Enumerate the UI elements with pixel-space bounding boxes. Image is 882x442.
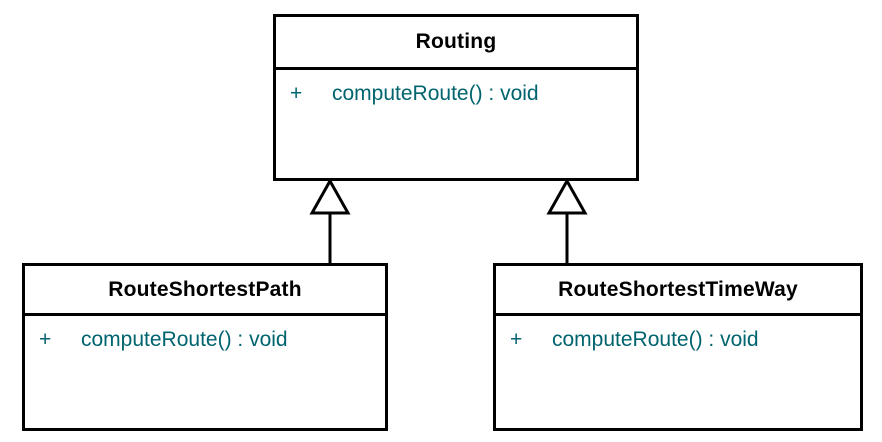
hollow-triangle-arrowhead-right (546, 177, 588, 215)
operation-row: + computeRoute() : void (25, 328, 385, 352)
visibility-marker: + (510, 328, 523, 351)
operation-signature: computeRoute() : void (81, 328, 288, 351)
operation-row: + computeRoute() : void (496, 328, 860, 352)
operation-row: + computeRoute() : void (276, 82, 636, 106)
class-name-compartment: RouteShortestTimeWay (496, 266, 860, 316)
uml-class-routing[interactable]: Routing + computeRoute() : void (273, 14, 639, 181)
uml-class-route-shortest-time-way[interactable]: RouteShortestTimeWay + computeRoute() : … (493, 263, 863, 431)
class-name-label: RouteShortestTimeWay (558, 277, 798, 301)
generalization-route-shortest-path-to-routing[interactable] (309, 177, 351, 264)
class-operations-compartment: + computeRoute() : void (25, 316, 385, 352)
hollow-triangle-arrowhead-left (309, 177, 351, 215)
class-name-label: Routing (415, 30, 497, 53)
visibility-marker: + (290, 82, 303, 105)
class-name-compartment: RouteShortestPath (25, 266, 385, 316)
generalization-route-shortest-time-way-to-routing[interactable] (546, 177, 588, 264)
operation-signature: computeRoute() : void (332, 82, 539, 105)
uml-class-route-shortest-path[interactable]: RouteShortestPath + computeRoute() : voi… (22, 263, 388, 431)
operation-signature: computeRoute() : void (552, 328, 759, 351)
class-name-compartment: Routing (276, 17, 636, 70)
class-name-label: RouteShortestPath (108, 277, 302, 301)
class-operations-compartment: + computeRoute() : void (276, 70, 636, 106)
visibility-marker: + (39, 328, 52, 351)
class-operations-compartment: + computeRoute() : void (496, 316, 860, 352)
